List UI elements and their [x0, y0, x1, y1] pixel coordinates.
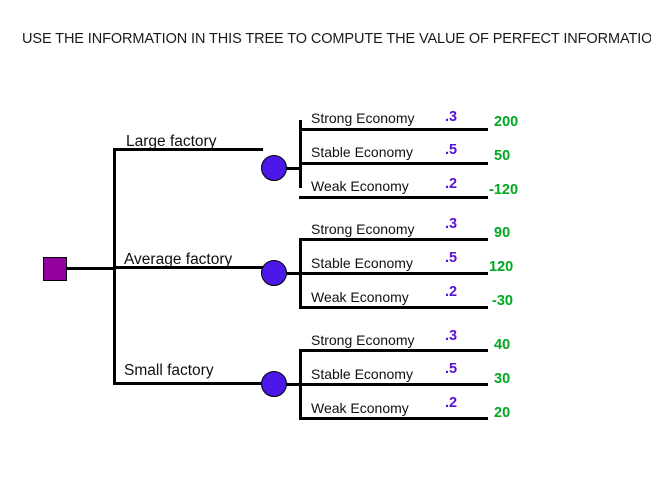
- state-label-2-2: Stable Economy: [311, 255, 413, 271]
- payoff-label-3-3: 20: [494, 405, 511, 421]
- edge-chance-2-stem: [286, 272, 301, 275]
- chance-node-3[interactable]: [261, 371, 287, 397]
- state-label-1-3: Weak Economy: [311, 178, 409, 194]
- state-label-3-2: Stable Economy: [311, 366, 413, 382]
- edge-outcome-3-1: [299, 349, 488, 352]
- edge-alternative-1: [113, 148, 263, 151]
- probability-label-1-3: .2: [445, 176, 458, 192]
- chance-node-1[interactable]: [261, 155, 287, 181]
- probability-label-1-1: .3: [445, 109, 458, 125]
- probability-label-3-2: .5: [445, 361, 458, 377]
- payoff-label-3-2: 30: [494, 371, 511, 387]
- probability-label-2-3: .2: [445, 284, 458, 300]
- edge-outcome-3-3: [299, 417, 488, 420]
- state-label-2-3: Weak Economy: [311, 289, 409, 305]
- probability-label-3-1: .3: [445, 328, 458, 344]
- state-label-1-2: Stable Economy: [311, 144, 413, 160]
- page-title: USE THE INFORMATION IN THIS TREE TO COMP…: [22, 31, 651, 47]
- edge-alternative-2: [113, 266, 263, 269]
- chance-node-2[interactable]: [261, 260, 287, 286]
- payoff-label-1-2: 50: [494, 148, 511, 164]
- edge-outcome-2-1: [299, 238, 488, 241]
- payoff-label-1-1: 200: [494, 114, 519, 130]
- payoff-label-3-1: 40: [494, 337, 511, 353]
- alternative-label-3: Small factory: [124, 362, 214, 379]
- probability-label-2-2: .5: [445, 250, 458, 266]
- state-label-1-1: Strong Economy: [311, 110, 415, 126]
- payoff-label-2-1: 90: [494, 225, 511, 241]
- edge-outcome-1-1: [299, 128, 488, 131]
- edge-chance-3-stem: [286, 383, 301, 386]
- edge-chance-1-stem: [286, 167, 301, 170]
- state-label-3-3: Weak Economy: [311, 400, 409, 416]
- edge-outcome-2-3: [299, 306, 488, 309]
- payoff-label-1-3: -120: [489, 182, 519, 198]
- edge-outcome-2-2: [299, 272, 488, 275]
- edge-root-stem: [67, 267, 116, 270]
- probability-label-3-3: .2: [445, 395, 458, 411]
- probability-label-1-2: .5: [445, 142, 458, 158]
- payoff-label-2-3: -30: [492, 293, 513, 309]
- decision-node-root[interactable]: [43, 257, 67, 281]
- edge-fan-vertical-1: [299, 120, 302, 188]
- edge-outcome-3-2: [299, 383, 488, 386]
- alternative-label-1: Large factory: [126, 133, 217, 150]
- edge-outcome-1-2: [299, 162, 488, 165]
- state-label-2-1: Strong Economy: [311, 221, 415, 237]
- edge-alternative-3: [113, 382, 263, 385]
- state-label-3-1: Strong Economy: [311, 332, 415, 348]
- alternative-label-2: Average factory: [124, 251, 233, 268]
- edge-outcome-1-3: [299, 196, 488, 199]
- payoff-label-2-2: 120: [489, 259, 514, 275]
- probability-label-2-1: .3: [445, 216, 458, 232]
